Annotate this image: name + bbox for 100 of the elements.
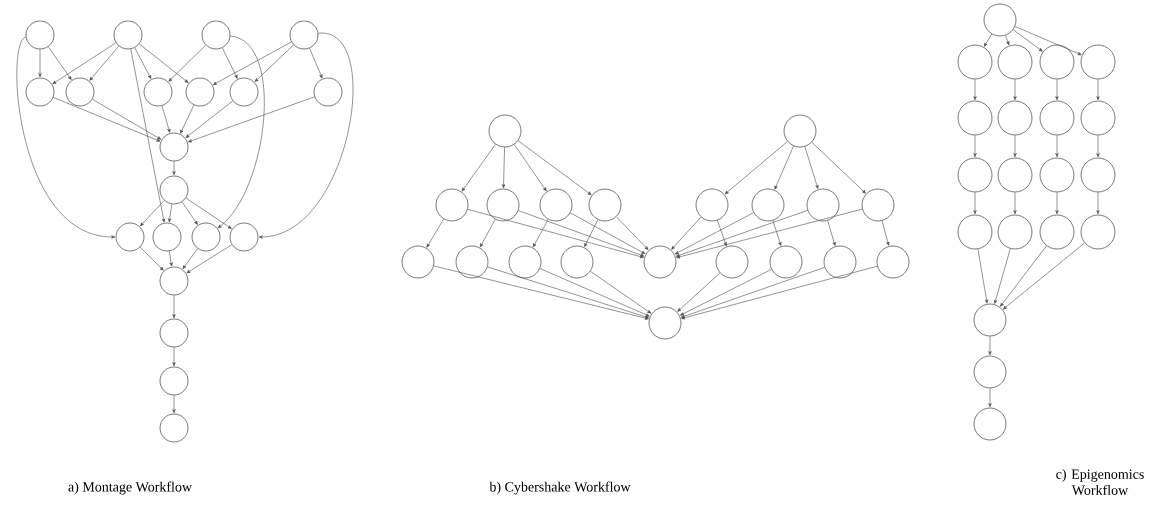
arrow <box>172 395 176 414</box>
arrow <box>772 220 782 246</box>
arrow <box>1096 135 1100 158</box>
workflow-task-node <box>957 214 993 250</box>
arrow <box>827 220 836 246</box>
arrow <box>532 219 549 248</box>
workflow-task-node <box>876 245 910 279</box>
workflow-task-node <box>806 188 840 222</box>
workflow-task-node <box>973 407 1007 441</box>
arrow <box>973 79 977 101</box>
arrow <box>518 210 645 257</box>
arrow <box>1012 29 1043 52</box>
arrow <box>717 220 727 247</box>
workflow-task-node <box>185 77 215 107</box>
arrow <box>539 268 650 317</box>
arrow <box>180 104 195 134</box>
workflow-task-node <box>643 245 677 279</box>
workflow-task-node <box>539 188 573 222</box>
workflow-task-node <box>1039 157 1075 193</box>
arrow <box>213 41 292 85</box>
arrow <box>724 141 788 195</box>
workflow-task-node <box>191 222 221 252</box>
workflow-task-node <box>159 366 189 396</box>
workflow-task-node <box>783 114 817 148</box>
workflow-task-node <box>488 114 522 148</box>
arrow <box>988 388 992 408</box>
workflow-task-node <box>973 355 1007 389</box>
workflow-task-node <box>715 245 749 279</box>
arrow <box>677 272 721 312</box>
workflow-task-node <box>957 100 993 136</box>
arrow <box>570 212 646 255</box>
workflow-task-node <box>1080 100 1116 136</box>
workflow-task-node <box>159 266 189 296</box>
arrow <box>138 43 189 83</box>
arrow <box>616 216 649 250</box>
workflow-task-node <box>1039 214 1075 250</box>
workflow-task-node <box>289 20 319 50</box>
arrow <box>674 212 754 255</box>
workflow-task-node <box>25 20 55 50</box>
arrow <box>188 96 315 143</box>
arrow <box>47 46 72 80</box>
arrow <box>1096 192 1100 215</box>
arrow <box>1000 245 1047 307</box>
arrow <box>433 265 649 320</box>
workflow-task-node <box>313 77 343 107</box>
arrow <box>1055 192 1059 215</box>
workflow-task-node <box>508 245 542 279</box>
arrow <box>467 209 644 259</box>
workflow-task-node <box>769 245 803 279</box>
arrow <box>1003 242 1085 310</box>
arrow <box>479 219 496 248</box>
arrow <box>134 47 152 79</box>
workflow-task-node <box>588 188 622 222</box>
workflow-task-node <box>159 132 189 162</box>
workflow-task-node <box>159 318 189 348</box>
workflow-task-node <box>648 306 682 340</box>
arrow <box>222 47 238 79</box>
workflow-task-node <box>997 100 1033 136</box>
arrow <box>1013 192 1017 215</box>
arrow <box>514 144 547 192</box>
arrow <box>584 219 599 247</box>
workflow-task-node <box>1039 100 1075 136</box>
workflow-task-node <box>25 77 55 107</box>
arrow <box>168 44 207 82</box>
workflow-task-node <box>997 157 1033 193</box>
arrow <box>977 248 989 304</box>
arrow <box>38 49 42 78</box>
arrow <box>258 32 354 239</box>
arrow <box>1005 35 1010 46</box>
arrow <box>186 244 233 274</box>
arrow <box>675 210 808 257</box>
workflow-task-node <box>229 222 259 252</box>
arrow <box>487 266 649 319</box>
arrow <box>185 100 234 138</box>
arrow <box>517 140 592 196</box>
arrow <box>309 47 323 79</box>
workflow-task-node <box>997 44 1033 80</box>
arrow <box>182 248 198 270</box>
arrow <box>172 347 176 367</box>
arrow <box>217 35 265 229</box>
arrow <box>671 216 702 250</box>
arrow <box>426 218 444 248</box>
arrow <box>988 336 992 356</box>
arrow <box>1014 26 1082 56</box>
caption: c) Epigenomics Workflow <box>1056 469 1144 495</box>
arrow <box>1096 79 1100 101</box>
workflow-task-node <box>113 20 143 50</box>
arrow <box>1013 135 1017 158</box>
workflow-task-node <box>957 44 993 80</box>
arrow <box>1013 79 1017 101</box>
arrow <box>680 267 825 318</box>
arrow <box>681 265 878 320</box>
arrow <box>172 161 176 176</box>
arrow <box>680 269 772 316</box>
workflow-task-node <box>143 77 173 107</box>
workflow-task-node <box>435 188 469 222</box>
workflow-task-node <box>695 188 729 222</box>
workflow-task-node <box>201 20 231 50</box>
arrow <box>168 250 173 267</box>
workflow-task-node <box>401 245 435 279</box>
